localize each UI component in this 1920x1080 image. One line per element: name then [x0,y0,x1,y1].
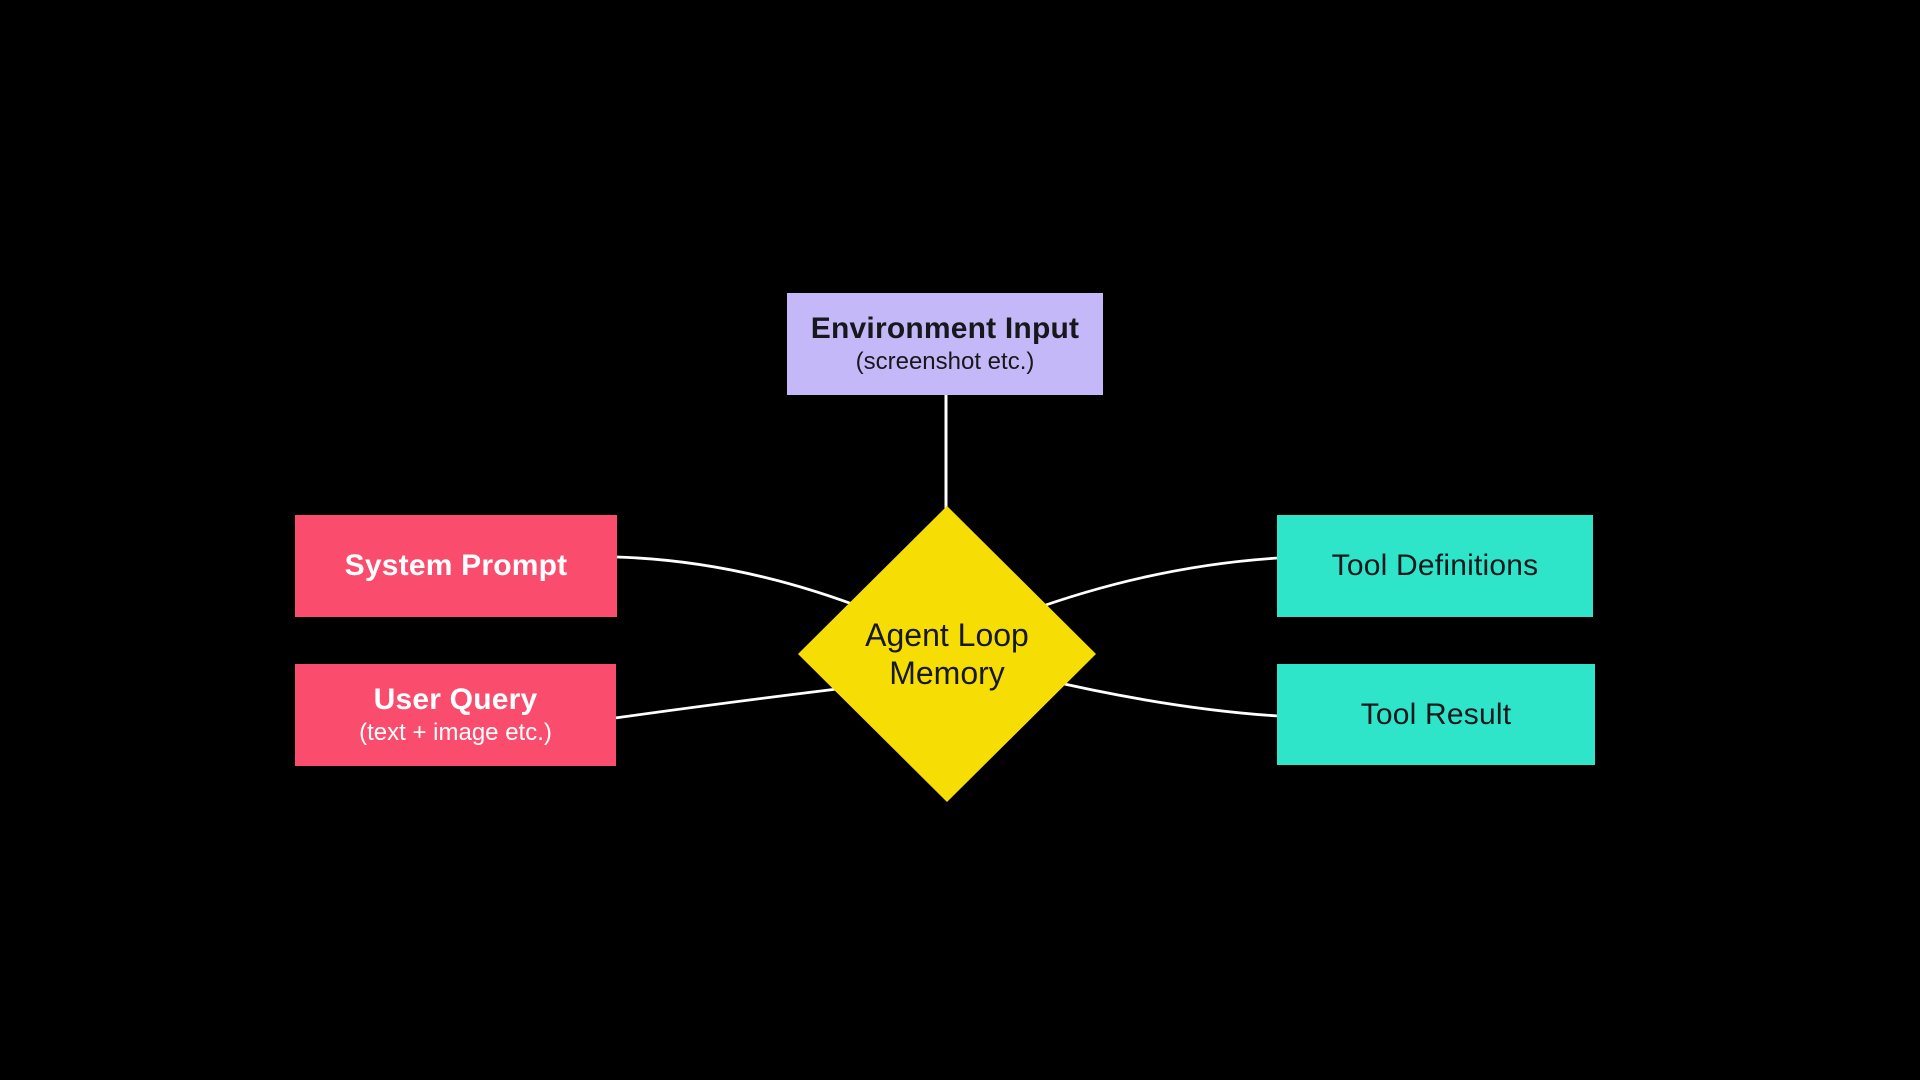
agent-loop-memory-diamond [798,506,1096,802]
node-title: User Query [373,683,538,716]
node-tool-definitions: Tool Definitions [1277,515,1593,617]
node-user-query: User Query (text + image etc.) [295,664,616,766]
node-title: Environment Input [810,312,1080,345]
connector-memory-to-tool-result [1036,676,1280,718]
node-subtitle: (text + image etc.) [359,719,552,746]
node-title: Tool Definitions [1331,549,1539,582]
connector-memory-to-tool-definitions [1024,556,1280,614]
node-environment-input: Environment Input (screenshot etc.) [787,293,1103,395]
node-system-prompt: System Prompt [295,515,617,617]
node-tool-result: Tool Result [1277,664,1595,765]
node-subtitle: (screenshot etc.) [855,348,1035,375]
node-title: System Prompt [344,549,568,582]
agent-loop-memory-label: Agent Loop Memory [865,616,1029,691]
node-title: Tool Result [1360,697,1512,731]
connector-system-prompt-to-memory [615,555,870,612]
connector-user-query-to-memory [613,684,864,720]
